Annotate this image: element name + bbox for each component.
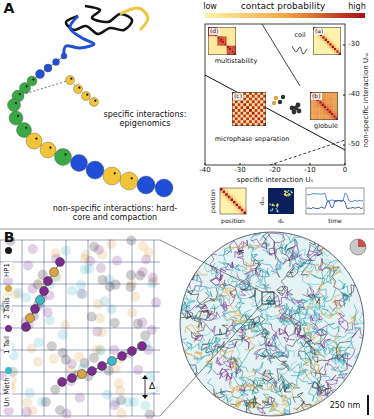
colorbar — [205, 13, 365, 18]
axis-title: specific interaction Uₛ — [237, 177, 314, 185]
tick-label: -20 — [269, 167, 280, 175]
contact-map-inset: (a) — [313, 27, 341, 55]
example-plots — [220, 188, 364, 214]
lattice-zoom — [0, 235, 161, 419]
contact-map-inset: (c) — [232, 92, 266, 126]
legend-swatch — [5, 367, 12, 374]
panel-separator — [0, 229, 374, 230]
legend-swatch — [5, 247, 12, 254]
axis-label: dₙₛ — [259, 197, 266, 205]
contact-map-inset: (b) — [310, 92, 338, 120]
tick-label: 0 — [343, 167, 347, 175]
phase-diagram — [205, 24, 345, 165]
legend-swatch — [5, 325, 12, 332]
panel-letter: A — [4, 1, 15, 16]
legend-swatch — [5, 285, 12, 292]
chromatin-sphere — [160, 210, 368, 419]
legend-label: 2 Tails — [4, 296, 12, 320]
phase-label: globule — [313, 123, 339, 130]
legend-label: HP1 — [4, 262, 12, 278]
inset-letter: (d) — [209, 28, 220, 35]
spacing-symbol: Δ — [148, 382, 156, 392]
tick-label: -40 — [348, 91, 359, 99]
axis-label: time — [328, 218, 342, 225]
legend-label: 1 Tail — [4, 335, 12, 355]
scale-label: 250 nm — [330, 402, 361, 411]
inset-letter: (b) — [311, 93, 322, 100]
contact-map-inset: (d) — [208, 27, 236, 55]
polymer-schematic — [8, 6, 174, 197]
axis-label: position — [210, 189, 217, 213]
axis-label: position — [221, 218, 245, 225]
phase-label: coil — [293, 32, 306, 39]
colorbar-title: contact probability — [241, 2, 326, 12]
tick-label: -30 — [348, 41, 359, 49]
annotation: non-specific interactions: hard-core and… — [48, 205, 183, 223]
phase-label: multistability — [214, 58, 258, 65]
tick-label: -10 — [304, 167, 315, 175]
panel-letter: B — [4, 230, 15, 245]
colorbar-label: low — [203, 3, 217, 12]
tick-label: -30 — [234, 167, 245, 175]
phase-label: microphase separation — [214, 136, 291, 143]
inset-letter: (c) — [233, 93, 243, 100]
axis-title: non-specific interaction Uₙₛ — [363, 53, 371, 148]
legend-label: Un Meth — [4, 376, 12, 407]
axis-label: dₛ — [278, 218, 284, 225]
inset-letter: (a) — [314, 28, 324, 35]
tick-label: -40 — [199, 167, 210, 175]
tick-label: -50 — [348, 141, 359, 149]
annotation: specific interactions: epigenomics — [90, 111, 200, 129]
colorbar-label: high — [348, 3, 365, 12]
